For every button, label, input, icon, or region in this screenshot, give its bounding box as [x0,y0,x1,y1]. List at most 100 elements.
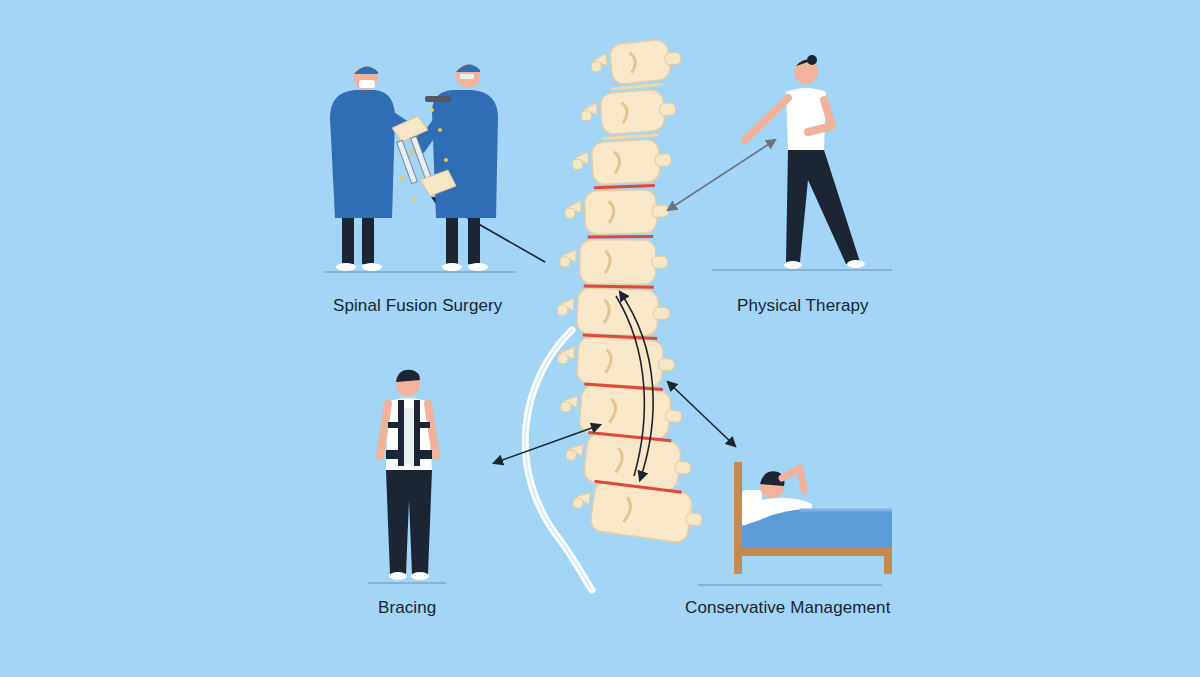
therapy-figure [807,55,817,65]
vertebra [623,497,631,522]
vertebra [583,432,681,491]
vertebra [674,461,691,475]
vertebra [658,358,675,371]
option-label-box: Physical Therapy [733,294,873,318]
option-label: Conservative Management [685,598,890,617]
therapy-figure [808,100,832,132]
spinal-disc [594,186,655,188]
vertebra [655,154,672,167]
vertebra [572,159,582,169]
baseline [712,269,892,270]
spinal-disc [584,286,654,287]
surgeon-figure [432,90,498,218]
vertebra [653,307,669,319]
bracing-figure [404,408,414,464]
surgeon-figure [456,64,480,72]
surgeon-figure [456,64,480,88]
spinal-disc [583,335,657,338]
vertebra [581,110,592,121]
option-label: Physical Therapy [737,296,869,315]
surgeon-figure [400,176,404,180]
leader-arrow [494,425,600,463]
surgeon-figure [410,150,414,154]
vertebra [577,288,659,336]
surgeon-figure [330,64,498,271]
option-label-box: Spinal Fusion Surgery [329,294,506,318]
surgeon-figure [400,108,448,202]
vertebra [614,152,620,173]
bed-figure [800,509,892,512]
bracing-figure [380,370,436,580]
surgeon-figure [354,66,378,90]
vertebra [565,208,575,218]
leader-arrow [668,382,735,446]
bracing-figure [428,404,436,456]
vertebra [563,430,693,493]
vertebra [609,39,671,85]
vertebra [652,205,668,217]
surgeon-figure [468,263,488,271]
vertebra [604,300,610,323]
vertebra [560,257,570,267]
vertebra [659,103,676,116]
surgeon-figure [342,218,354,264]
vertebra [609,201,615,223]
therapy-figure [847,260,865,268]
spinal-disc [584,384,663,390]
surgeon-figure [444,158,448,162]
vertebra [621,102,628,123]
bracing-figure [389,572,407,580]
vertebra [570,478,706,546]
baseline [368,582,446,583]
bed-figure [782,468,804,490]
surgeon-figure [411,136,432,179]
vertebra [629,53,636,73]
therapy-figure [745,98,788,140]
vertebra [557,287,671,336]
leader-arrow [616,296,644,476]
option-label: Spinal Fusion Surgery [333,296,502,315]
surgeon-figure [392,116,428,142]
surgeon-figure [446,218,458,264]
surgeon-figure [359,80,375,88]
vertebra [585,190,657,235]
vertebra [616,448,624,473]
vertebra [589,480,693,543]
vertebra [572,497,583,508]
vertebra [560,240,668,285]
baseline [698,584,882,585]
bracing-figure [396,370,420,382]
bed-figure [734,462,742,574]
leader-arrow [620,292,653,480]
vertebra [605,251,610,273]
vertebra [591,61,602,72]
vertebra [571,139,672,186]
vertebra [605,350,611,374]
option-label-box: Bracing [374,596,440,620]
spinal-disc [611,84,663,89]
therapy-figure [745,55,865,269]
baseline [325,271,515,272]
bed-figure [734,462,892,574]
vertebra [579,384,672,439]
vertebra [580,88,677,136]
spine-illustration [556,38,705,545]
baseline [325,270,892,585]
surgeon-figure [362,218,374,264]
vertebra [685,512,703,526]
vertebra [600,89,665,135]
surgeon-figure [354,66,378,74]
therapy-figure [786,150,860,264]
vertebra [652,256,668,268]
therapy-figure [784,261,802,269]
surgeon-figure [362,263,382,271]
vertebra [558,353,569,364]
vertebra [665,409,682,422]
surgeon-figure [460,74,474,79]
spinal-disc [594,481,681,492]
bracing-figure [411,572,429,580]
surgeon-figure [430,108,434,112]
vertebra [580,240,656,285]
surgeon-figure [442,263,462,271]
